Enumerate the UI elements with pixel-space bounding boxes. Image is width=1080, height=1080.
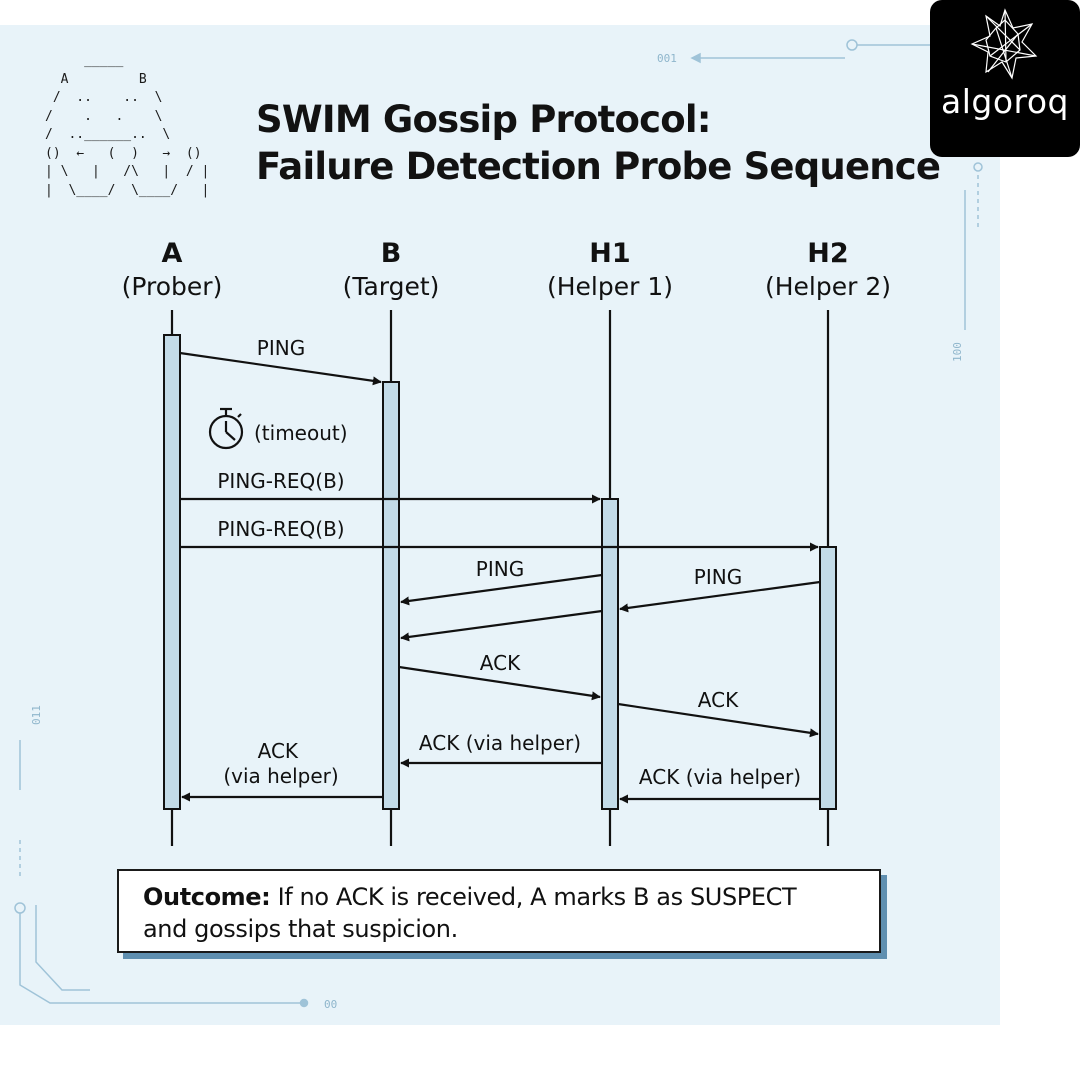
- message-label-ping-a-b: PING: [257, 336, 305, 360]
- participant-a-role: (Prober): [122, 272, 223, 301]
- participant-h2-id: H2: [807, 238, 848, 269]
- outcome-label: Outcome:: [143, 883, 271, 911]
- title-line-1: SWIM Gossip Protocol:: [256, 98, 712, 141]
- participant-b-id: B: [381, 238, 402, 269]
- decoration-100: 100: [951, 342, 964, 362]
- ascii-art-network: _____ A B / .. .. \ / . . \ / ..______..…: [45, 53, 210, 198]
- participant-b-role: (Target): [343, 272, 440, 301]
- outcome-text: If no ACK is received, A marks B as SUSP…: [270, 883, 797, 911]
- message-label-ping-h1-b: PING: [476, 557, 524, 581]
- title-line-2: Failure Detection Probe Sequence: [256, 145, 941, 188]
- message-label-ping-h2-h1: PING: [694, 565, 742, 589]
- message-arrow-ping-a-b: [179, 351, 382, 386]
- stopwatch-icon: [208, 407, 244, 450]
- geodesic-star-icon: [970, 8, 1038, 80]
- message-label-ack-via-helper-b-a: ACK (via helper): [223, 739, 338, 788]
- participant-h1-role: (Helper 1): [547, 272, 673, 301]
- message-label-ack-b-h1: ACK: [480, 651, 521, 675]
- circuit-decoration-bottom: [14, 740, 309, 1008]
- participant-h2-role: (Helper 2): [765, 272, 891, 301]
- activation-bar-a: [163, 334, 181, 810]
- message-arrow-ping-h1-b: [400, 573, 603, 606]
- circuit-decoration-top: [690, 39, 983, 330]
- message-arrow-ack-h1-h2: [617, 702, 819, 738]
- decoration-00: 00: [324, 998, 337, 1011]
- message-label-ack-via-helper-h2-h1: ACK (via helper): [639, 765, 801, 789]
- message-arrow-ack-b-h1: [398, 665, 601, 701]
- message-arrow-ping-h2-h1: [619, 580, 821, 613]
- message-label-ack-h1-h2: ACK: [698, 688, 739, 712]
- logo-text: algoroq: [940, 82, 1069, 121]
- outcome-line-2: and gossips that suspicion.: [143, 915, 458, 943]
- timeout-label: (timeout): [254, 421, 348, 445]
- decoration-011: 011: [30, 705, 43, 725]
- outcome-line-1: Outcome: If no ACK is received, A marks …: [143, 881, 879, 913]
- activation-bar-h1: [601, 498, 619, 810]
- message-label-ping-req-a-h2: PING-REQ(B): [217, 517, 344, 541]
- message-arrow-h1-b: [400, 609, 603, 642]
- participant-h1-id: H1: [589, 238, 630, 269]
- page-title: SWIM Gossip Protocol: Failure Detection …: [256, 96, 956, 190]
- participant-a-id: A: [162, 238, 183, 269]
- message-label-ping-req-a-h1: PING-REQ(B): [217, 469, 344, 493]
- outcome-box: Outcome: If no ACK is received, A marks …: [117, 869, 881, 953]
- activation-bar-b: [382, 381, 400, 810]
- activation-bar-h2: [819, 546, 837, 810]
- message-label-ack-via-helper-h1-b: ACK (via helper): [419, 731, 581, 755]
- decoration-001: 001: [657, 52, 677, 65]
- logo: algoroq: [930, 0, 1080, 157]
